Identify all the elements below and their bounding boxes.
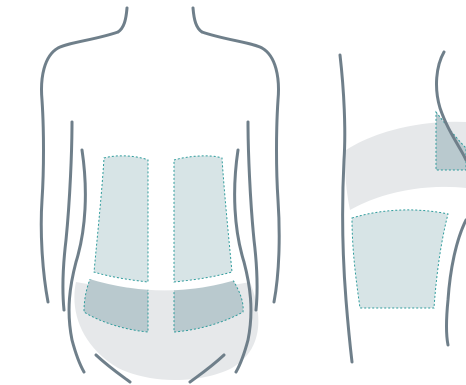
upper-right-back-zone [174, 156, 232, 282]
thigh-front-zone [352, 210, 448, 308]
back-view-figure [41, 8, 279, 382]
upper-left-back-zone [94, 156, 148, 282]
side-view-figure [340, 52, 466, 362]
side-body-outline [340, 52, 466, 362]
